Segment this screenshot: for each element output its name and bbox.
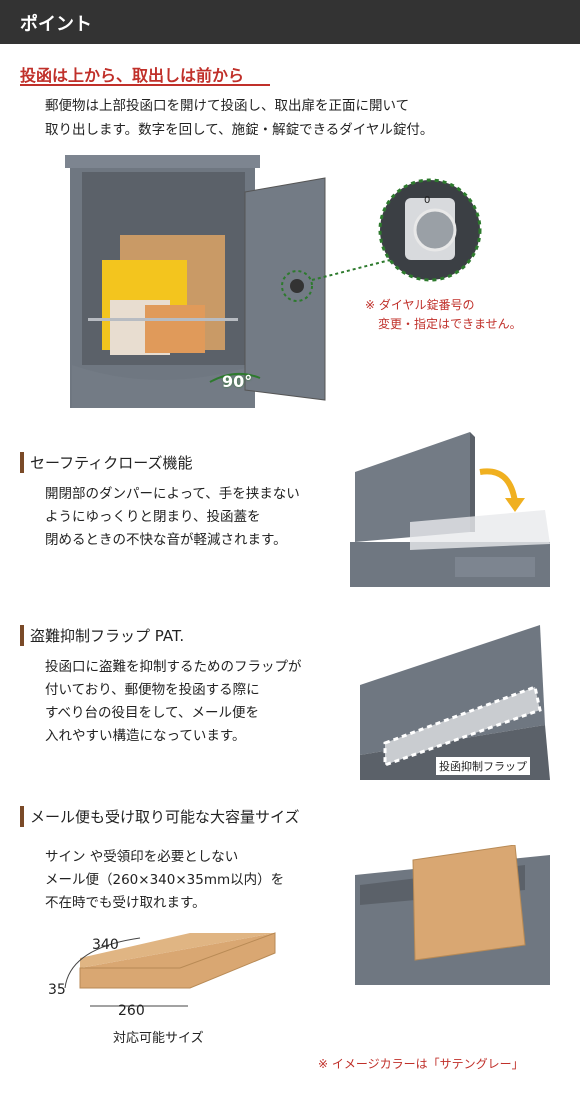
close-arrow-icon — [479, 468, 518, 503]
section3-bar — [20, 625, 24, 646]
dim-width: 260 — [118, 1003, 145, 1019]
section3-title: 盗難抑制フラップ PAT. — [30, 627, 185, 645]
dim-depth: 340 — [92, 937, 119, 953]
section1-underline — [20, 84, 270, 86]
section2-body: 開閉部のダンパーによって、手を挟まない ようにゆっくりと閉まり、投函蓋を 閉める… — [45, 483, 300, 552]
mail-packet-illustration — [355, 845, 550, 985]
mail-packet — [412, 845, 526, 961]
mailbox-door — [244, 177, 326, 401]
envelope-orange — [145, 305, 205, 353]
flap-label: 投函抑制フラップ — [436, 757, 530, 775]
section3-body-line: 投函口に盗難を抑制するためのフラップが — [45, 659, 302, 675]
dial-note-line2: 変更・指定はできません。 — [378, 317, 522, 331]
section2-body-line: ようにゆっくりと閉まり、投函蓋を — [45, 509, 261, 525]
package-dimension-diagram — [64, 932, 276, 1007]
section2-title: セーフティクローズ機能 — [30, 454, 193, 472]
footer-note: ※ イメージカラーは「サテングレー」 — [318, 1057, 524, 1071]
section4-bar — [20, 806, 24, 827]
section3-body-line: 付いており、郵便物を投函する際に — [45, 682, 260, 698]
mailbox-open-illustration — [65, 155, 482, 408]
safety-close-illustration — [350, 432, 550, 587]
section1-body: 郵便物は上部投函口を開けて投函し、取出扉を正面に開いて 取り出します。数字を回し… — [45, 94, 545, 142]
section2-bar — [20, 452, 24, 473]
section1-body-line: 取り出します。数字を回して、施錠・解錠できるダイヤル錠付。 — [45, 122, 434, 138]
header-bar — [0, 0, 580, 44]
section4-body-line: 不在時でも受け取れます。 — [45, 895, 206, 911]
section2-body-line: 開閉部のダンパーによって、手を挟まない — [45, 486, 300, 502]
dial-digit: 0 — [424, 195, 431, 206]
dial-note-line1: ※ ダイヤル錠番号の — [365, 298, 475, 312]
dial-lock-small — [290, 279, 304, 293]
section4-title: メール便も受け取り可能な大容量サイズ — [30, 808, 300, 826]
section3-body: 投函口に盗難を抑制するためのフラップが 付いており、郵便物を投函する際に すべり… — [45, 656, 302, 748]
section4-body: サイン や受領印を必要としない メール便（260×340×35mm以内）を 不在… — [45, 846, 284, 915]
section2-body-line: 閉めるときの不快な音が軽減されます。 — [45, 532, 287, 548]
section4-body-line: サイン や受領印を必要としない — [45, 849, 239, 865]
flap-highlight — [383, 684, 542, 768]
header-title: ポイント — [20, 14, 92, 35]
section1-body-line: 郵便物は上部投函口を開けて投函し、取出扉を正面に開いて — [45, 98, 410, 114]
section3-body-line: 入れやすい構造になっています。 — [45, 728, 246, 744]
section1-title: 投函は上から、取出しは前から — [20, 66, 245, 85]
dim-height: 35 — [48, 982, 66, 998]
section3-body-line: すべり台の役目をして、メール便を — [45, 705, 259, 721]
size-caption: 対応可能サイズ — [113, 1031, 204, 1046]
section4-body-line: メール便（260×340×35mm以内）を — [45, 872, 285, 888]
angle-label: 90° — [222, 372, 253, 391]
flap-illustration — [360, 625, 550, 780]
